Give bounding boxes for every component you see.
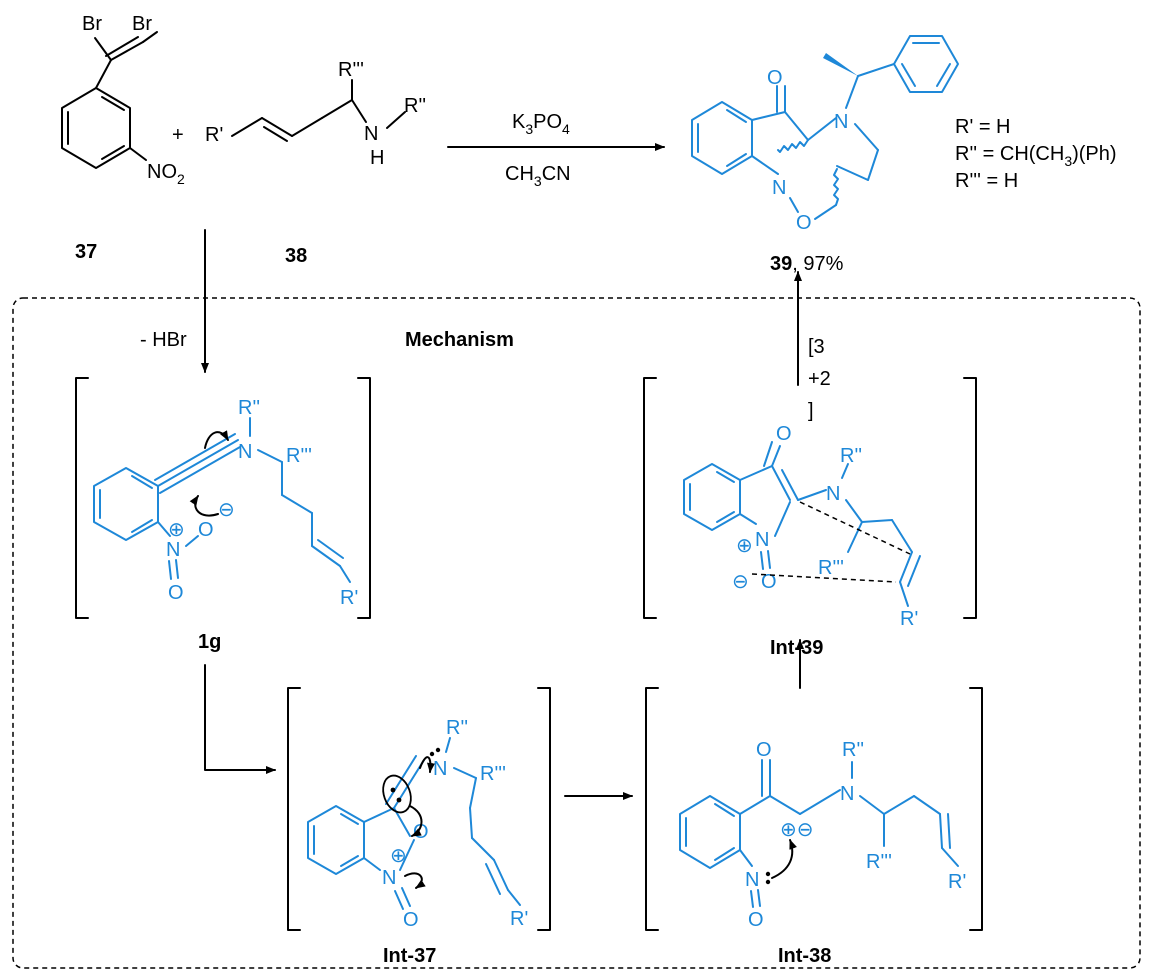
compound-38: R' R''' N H R'' 38 — [205, 59, 426, 267]
int39-minus: ⊖ — [732, 571, 749, 593]
int37-n: N — [433, 758, 447, 780]
int38-label: Int-38 — [778, 945, 831, 967]
c37-br-1: Br — [82, 13, 102, 35]
int37-plus: ⊕ — [390, 845, 407, 867]
compound-39: O N O N 39, 97% — [691, 35, 959, 275]
c39-label: 39, 97% — [770, 253, 844, 275]
cyclo-2: +2 — [808, 368, 831, 390]
reagent-k3po4: K3PO4 — [512, 111, 570, 137]
int37-nitro-n: N — [382, 867, 396, 889]
int37-r3: R''' — [480, 763, 506, 785]
int38-r2: R'' — [842, 739, 864, 761]
c37-label: 37 — [75, 241, 97, 263]
intermediate-int39: O N ⊕ O ⊖ N R'' R''' R' Int-39 — [643, 377, 977, 659]
bracket-int38-left — [645, 687, 659, 931]
int39-n: N — [826, 483, 840, 505]
int38-o: O — [756, 739, 772, 761]
c38-n: N — [364, 123, 378, 145]
int39-label: Int-39 — [770, 637, 823, 659]
c39-n1: N — [772, 177, 786, 199]
bracket-1g-right — [357, 377, 371, 619]
int39-r1: R' — [900, 608, 918, 630]
c39-o: O — [767, 67, 783, 89]
cyclo-3: ] — [808, 400, 814, 422]
substituent-legend: R' = H R'' = CH(CH3)(Ph) R''' = H — [955, 116, 1117, 192]
intermediate-int37: N R'' R''' R' O N ⊕ O Int-37 — [287, 687, 551, 967]
arrow-to-int37 — [204, 664, 276, 774]
int39-plus: ⊕ — [736, 535, 753, 557]
int38-r1: R' — [948, 871, 966, 893]
c1g-nitro-o1: O — [198, 519, 214, 541]
legend-r3: R''' = H — [955, 170, 1018, 192]
int39-r2: R'' — [840, 445, 862, 467]
solvent-ch3cn: CH3CN — [505, 163, 571, 189]
bracket-int39-right — [963, 377, 977, 619]
int37-nitro-o2: O — [403, 909, 419, 931]
int39-r3: R''' — [818, 557, 844, 579]
int37-r1: R' — [510, 908, 528, 930]
bracket-int39-left — [643, 377, 657, 619]
c39-o2: O — [796, 212, 812, 234]
c1g-minus: ⊖ — [218, 499, 235, 521]
c1g-plus: ⊕ — [168, 519, 185, 541]
c38-label: 38 — [285, 245, 307, 267]
bracket-int37-left — [287, 687, 301, 931]
legend-r1: R' = H — [955, 116, 1011, 138]
int38-n: N — [840, 783, 854, 805]
c37-br-2: Br — [132, 13, 152, 35]
plus-sign: + — [172, 124, 184, 146]
bracket-1g-left — [75, 377, 89, 619]
c1g-n: N — [238, 441, 252, 463]
c1g-r3: R''' — [286, 445, 312, 467]
int38-nitro-o: O — [748, 909, 764, 931]
bracket-int38-right — [969, 687, 983, 931]
minus-hbr: - HBr — [140, 329, 187, 351]
int38-charge: ⊕⊖ — [780, 819, 814, 841]
int38-r3: R''' — [866, 851, 892, 873]
mechanism-box — [12, 297, 1141, 969]
c38-r3: R''' — [338, 59, 364, 81]
int39-o: O — [776, 423, 792, 445]
legend-r2: R'' = CH(CH3)(Ph) — [955, 143, 1117, 169]
int37-r2: R'' — [446, 717, 468, 739]
c39-n2: N — [834, 111, 848, 133]
c38-h: H — [370, 147, 384, 169]
int37-label: Int-37 — [383, 945, 436, 967]
int39-nitro-n: N — [755, 529, 769, 551]
c1g-r1: R' — [340, 587, 358, 609]
cyclo-1: [3 — [808, 336, 825, 358]
c1g-nitro-n: N — [166, 539, 180, 561]
c1g-r2: R'' — [238, 397, 260, 419]
c38-r1: R' — [205, 124, 223, 146]
bracket-int37-right — [537, 687, 551, 931]
intermediate-int38: O ⊕⊖ N R'' R''' R' N O Int-38 — [645, 687, 983, 967]
c37-no2: NO2 — [147, 161, 185, 187]
compound-37: Br Br NO2 37 — [61, 13, 185, 263]
c1g-nitro-o2: O — [168, 582, 184, 604]
c1g-label: 1g — [198, 631, 221, 653]
mechanism-title: Mechanism — [405, 329, 514, 351]
c38-r2: R'' — [404, 95, 426, 117]
intermediate-1g: N R'' R''' R' N ⊕ O ⊖ O 1g — [75, 377, 371, 653]
int39-nitro-o: O — [761, 571, 777, 593]
int38-nitro-n: N — [745, 869, 759, 891]
